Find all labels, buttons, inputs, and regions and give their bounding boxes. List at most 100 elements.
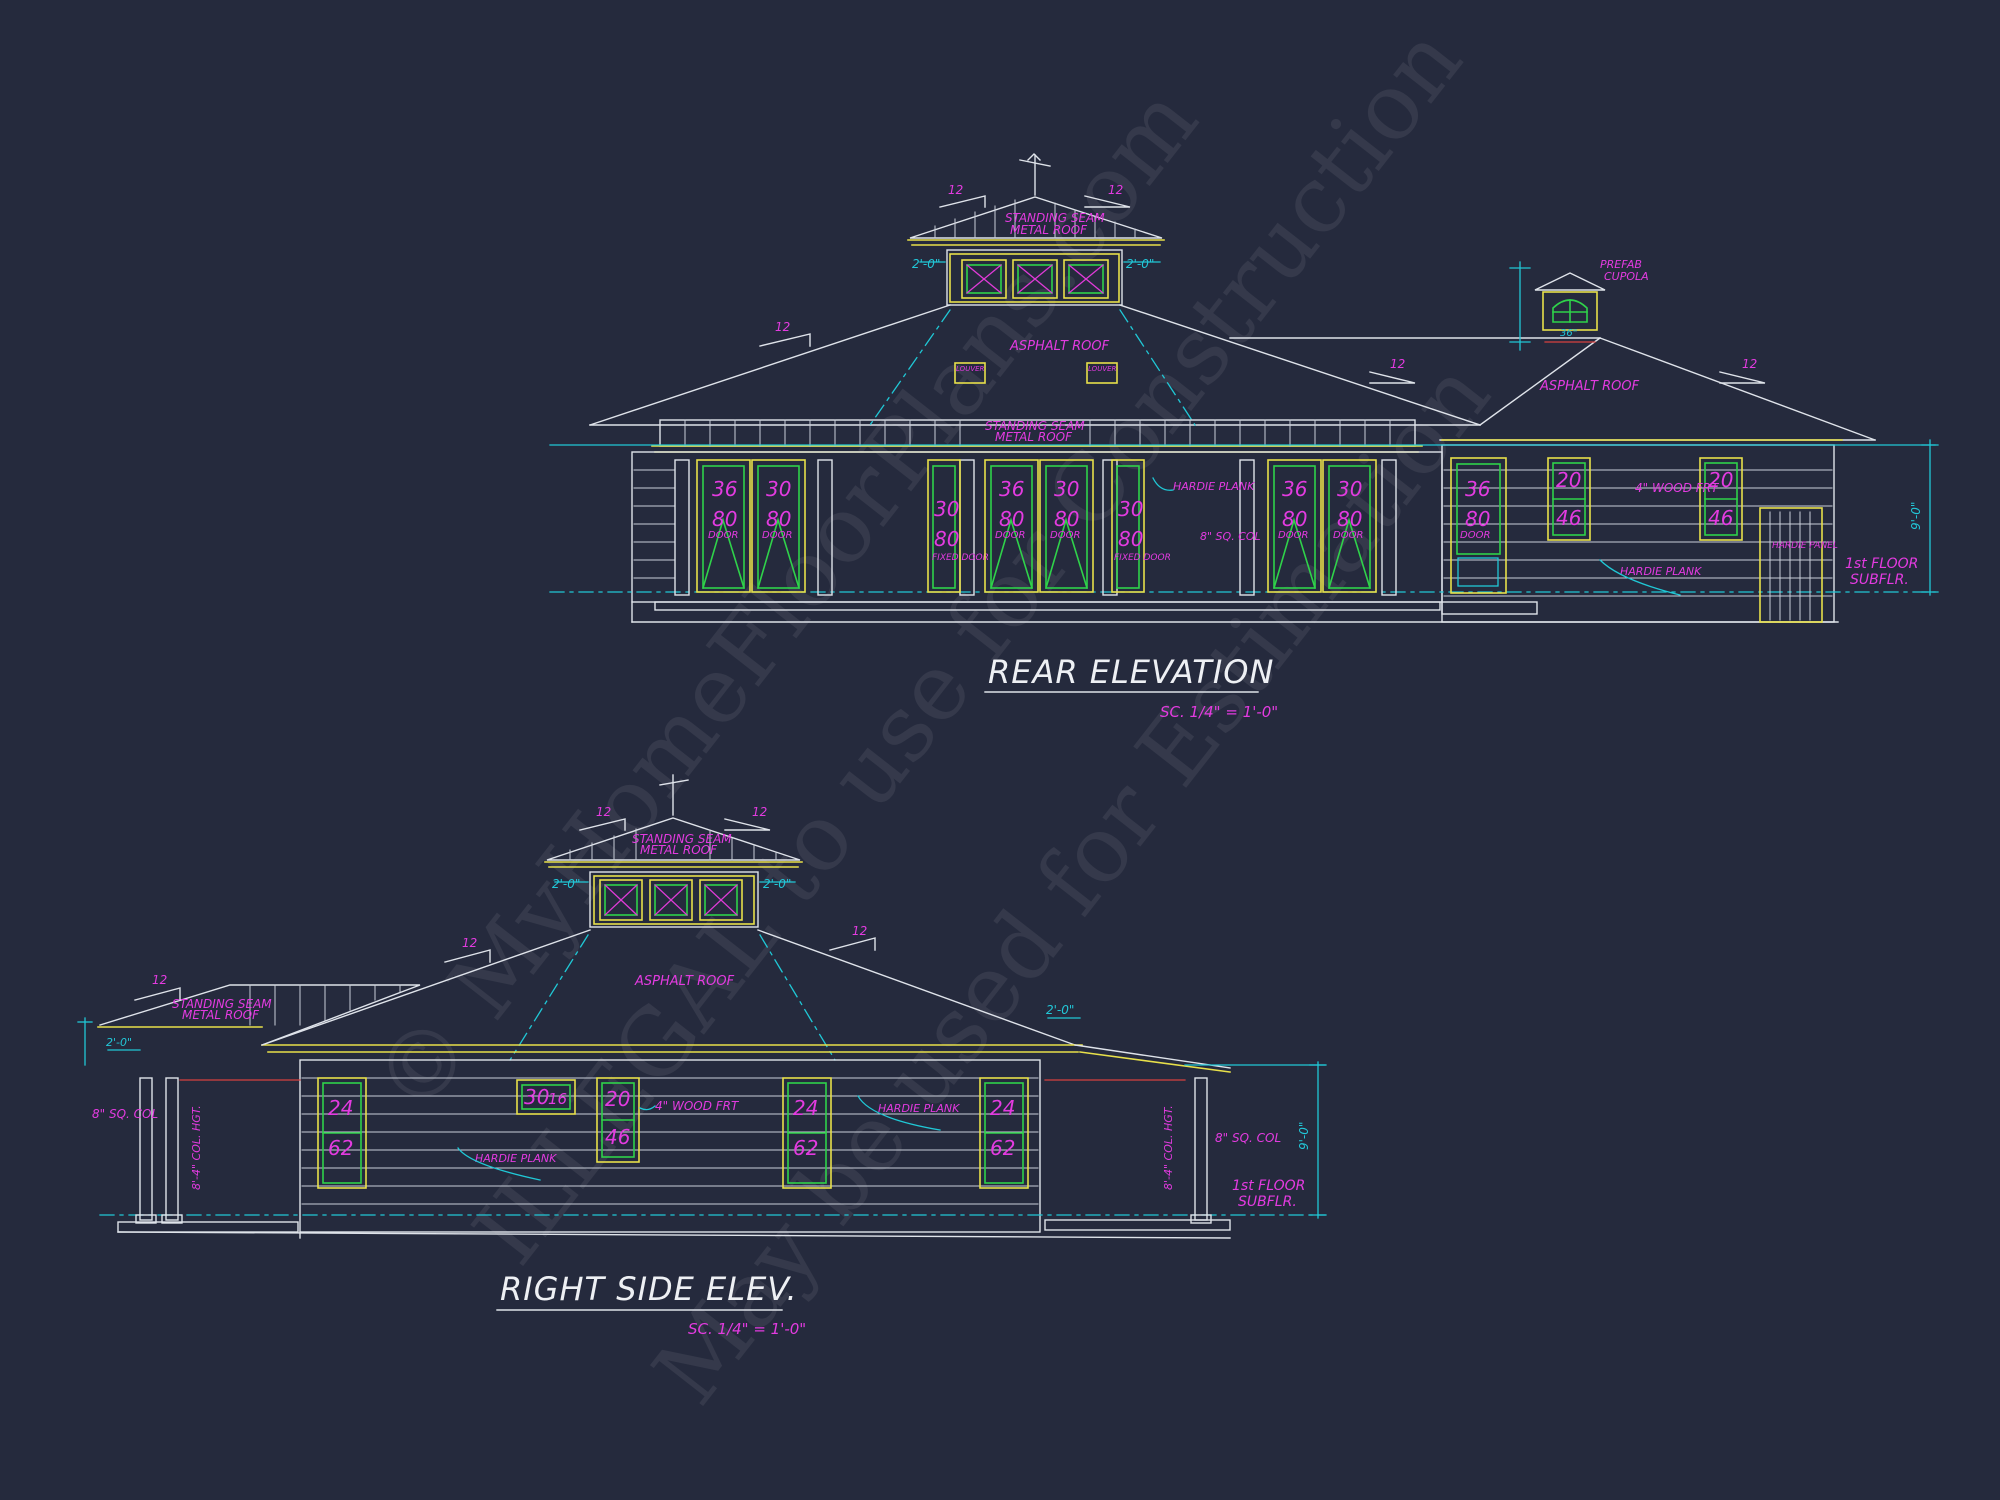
window-width: 30 <box>524 1085 549 1109</box>
porch-roof-ribs <box>684 419 1391 447</box>
prefab-cupola-dim: 36" <box>1560 328 1577 339</box>
window-height: 62 <box>793 1136 818 1160</box>
side-hardie-plank-2: HARDIE PLANK <box>878 1102 960 1115</box>
window-height: 46 <box>605 1125 630 1149</box>
louver-label-1: LOUVER <box>956 365 985 373</box>
side-walls <box>99 1059 1326 1239</box>
prefab-cupola-label-a: PREFAB <box>1600 258 1642 271</box>
side-dim-right: 2'-0" <box>763 877 791 891</box>
side-cupola-roof-label-b: METAL ROOF <box>640 843 718 857</box>
door-width: 30 <box>1118 497 1143 521</box>
side-hardie-plank-1: HARDIE PLANK <box>475 1152 557 1165</box>
rear-porch-roof-label-b: METAL ROOF <box>995 430 1073 444</box>
door-width: 30 <box>1054 477 1079 501</box>
side-cupola-roof-label-a: STANDING SEAM <box>632 832 732 846</box>
cupola-roof-ribs <box>934 199 1136 239</box>
rear-title-block: REAR ELEVATION SC. 1/4" = 1'-0" <box>984 653 1278 721</box>
side-porch-pitch: 12 <box>152 973 167 987</box>
side-roof-pitch-right: 12 <box>852 924 867 938</box>
side-dim-mid: 2'-0" <box>1046 1003 1074 1017</box>
door-height: 80 <box>1118 527 1143 551</box>
side-main-roof: ASPHALT ROOF 12 12 STANDING SEAM METAL R… <box>97 924 1231 1073</box>
side-porch-ribs <box>249 984 401 1026</box>
door-height: 80 <box>999 507 1024 531</box>
side-cupola-windows <box>599 879 743 921</box>
hardie-panel-label: HARDIE PANEL <box>1772 541 1838 551</box>
side-elevation-scale: SC. 1/4" = 1'-0" <box>688 1320 806 1338</box>
window-width: 20 <box>1556 468 1581 492</box>
rear-cupola: STANDING SEAM METAL ROOF 2'-0" 2'-0" 12 … <box>907 153 1165 306</box>
side-height-dim: 9'-0" <box>1297 1122 1311 1150</box>
door-height: 80 <box>712 507 737 531</box>
rear-elevation: STANDING SEAM METAL ROOF 2'-0" 2'-0" 12 … <box>549 153 1939 721</box>
watermark: © MyHomeFloorPlans.com ILLEGAL to use fo… <box>353 8 1511 1424</box>
rear-wing-pitch-12-b: 12 <box>1742 357 1757 371</box>
door-width: 30 <box>1337 477 1362 501</box>
window-width: 24 <box>328 1096 353 1120</box>
rear-porch-roof: STANDING SEAM METAL ROOF <box>651 419 1423 453</box>
door-width: 36 <box>1282 477 1307 501</box>
side-title-block: RIGHT SIDE ELEV. SC. 1/4" = 1'-0" <box>496 1270 806 1338</box>
door-height: 80 <box>1465 507 1490 531</box>
side-dim-left: 2'-0" <box>552 877 580 891</box>
window-width: 20 <box>605 1087 630 1111</box>
side-first-floor-b: SUBFLR. <box>1238 1194 1297 1210</box>
rear-elevation-title: REAR ELEVATION <box>988 653 1274 691</box>
side-col-hgt-right: 8'-4" COL. HGT. <box>1162 1105 1175 1190</box>
side-porch-roof-label-b: METAL ROOF <box>182 1008 260 1022</box>
door-width: 36 <box>1465 477 1490 501</box>
door-width: 36 <box>999 477 1024 501</box>
window-width: 24 <box>793 1096 818 1120</box>
rear-porch-roof-label-a: STANDING SEAM <box>985 419 1085 433</box>
rear-dim-right: 2'-0" <box>1126 257 1154 271</box>
door-width: 30 <box>766 477 791 501</box>
louver-label-2: LOUVER <box>1088 365 1117 373</box>
window-height: 16 <box>548 1090 567 1108</box>
rear-cupola-pitch-12-right: 12 <box>1108 183 1123 197</box>
rear-siding <box>633 469 1833 597</box>
rear-cupola-pitch-12-left: 12 <box>948 183 963 197</box>
side-col-hgt-left: 8'-4" COL. HGT. <box>190 1105 203 1190</box>
door-caption: DOOR <box>1333 530 1363 541</box>
side-dim-left-small: 2'-0" <box>106 1036 132 1049</box>
rear-elevation-scale: SC. 1/4" = 1'-0" <box>1160 703 1278 721</box>
side-first-floor-a: 1st FLOOR <box>1232 1178 1305 1194</box>
door-caption: DOOR <box>995 530 1025 541</box>
prefab-cupola-label-b: CUPOLA <box>1604 270 1649 283</box>
first-floor-label-b: SUBFLR. <box>1850 572 1909 588</box>
rear-dim-left: 2'-0" <box>912 257 940 271</box>
window-height: 46 <box>1556 506 1581 530</box>
rear-roof-pitch-12-left: 12 <box>775 320 790 334</box>
rear-height-dimension: 9'-0" <box>1909 439 1939 596</box>
watermark-line-1: © MyHomeFloorPlans.com <box>353 68 1218 1134</box>
door-height: 80 <box>1054 507 1079 531</box>
side-annotations: 4" WOOD FRT HARDIE PLANK HARDIE PLANK 8"… <box>77 1017 1327 1219</box>
side-sq-col-left: 8" SQ. COL <box>92 1107 158 1121</box>
rear-columns <box>674 459 1397 596</box>
door-caption: FIXED DOOR <box>932 553 989 563</box>
side-elevation-title: RIGHT SIDE ELEV. <box>500 1270 798 1308</box>
door-caption: DOOR <box>1278 530 1308 541</box>
rear-wing-pitch-12-a: 12 <box>1390 357 1405 371</box>
side-cupola-pitch-right: 12 <box>752 805 767 819</box>
rear-cupola-roof-label-b: METAL ROOF <box>1010 223 1088 237</box>
rear-roof-label: ASPHALT ROOF <box>1009 339 1110 354</box>
door-width: 30 <box>934 497 959 521</box>
door-width: 36 <box>712 477 737 501</box>
door-caption: DOOR <box>1050 530 1080 541</box>
side-cupola: STANDING SEAM METAL ROOF 2'-0" 2'-0" 12 … <box>544 774 803 928</box>
right-side-elevation: STANDING SEAM METAL ROOF 2'-0" 2'-0" 12 … <box>77 774 1327 1338</box>
window-width: 24 <box>990 1096 1015 1120</box>
sq-col-label: 8" SQ. COL <box>1200 530 1261 543</box>
rear-height-dim: 9'-0" <box>1909 502 1923 530</box>
